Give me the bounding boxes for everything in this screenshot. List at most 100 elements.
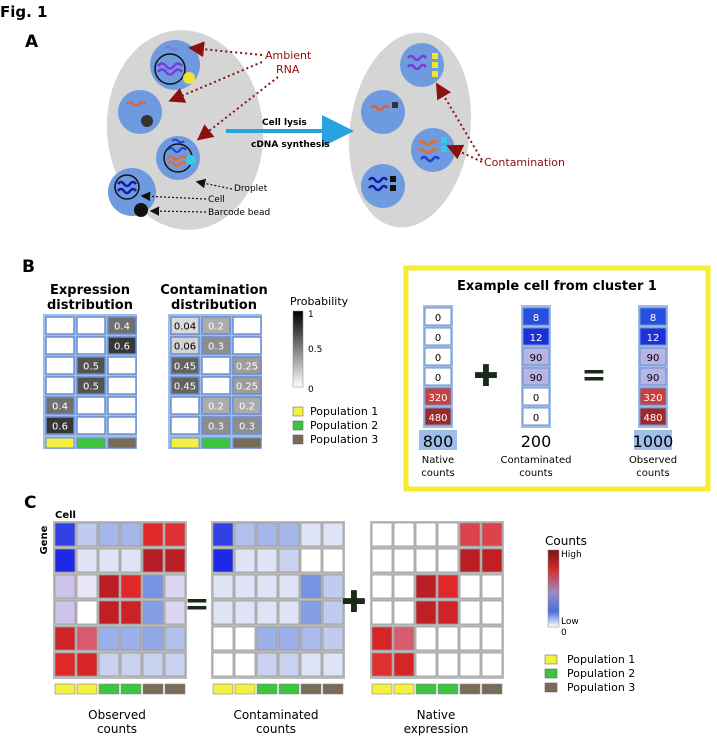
heatmap-cell [256,548,278,573]
example-count-value: 0 [533,413,539,424]
heatmap-cell [322,548,344,573]
heatmap-cell [371,548,393,573]
prob-cell [45,316,75,335]
heatmap-cell [164,626,186,651]
prob-cell [76,396,106,415]
example-cell-title: Example cell from cluster 1 [457,279,657,294]
prob-cell [232,396,262,415]
prob-cell [107,356,137,375]
cdna-synthesis-label: cDNA synthesis [251,140,330,150]
example-count-value: 8 [650,313,656,324]
heatmap-cell [437,522,459,547]
cell-lysis-label: Cell lysis [262,118,307,128]
prob-cell [170,416,200,435]
prob-cell [76,356,106,375]
prob-cell-value: 0.3 [239,422,255,433]
prob-cell [76,376,106,395]
example-count-value: 0 [435,353,441,364]
heatmap-cell [393,548,415,573]
prob-cell [232,356,262,375]
example-count-cell [522,307,550,326]
example-column-label: Native [422,455,454,466]
heatmap-cell [142,522,164,547]
population-legend-label: Population 2 [310,419,378,432]
heatmap-cell [481,652,503,677]
example-count-cell [639,327,667,346]
heatmap-cell [98,600,120,625]
prob-cell [45,396,75,415]
contaminated-heatmap [211,521,345,695]
heatmap-cell [459,626,481,651]
heatmap-cell [54,626,76,651]
contamination-arrows [435,82,483,163]
example-count-value: 320 [643,393,662,404]
population-bar-cell [256,683,278,695]
contaminated-counts-label-line2: counts [256,722,296,736]
heatmap-cell [278,600,300,625]
population-legend-label: Population 3 [310,433,378,446]
heatmap-cell [322,626,344,651]
heatmap-cell [415,626,437,651]
expression-title-line1: Expression [50,283,130,298]
observed-counts-label-line2: counts [97,722,137,736]
contamination-title-line2: distribution [171,298,257,313]
population-legend-label: Population 3 [567,681,635,694]
heatmap-cell [437,574,459,599]
heatmap-cell [278,548,300,573]
counts-title: Counts [545,534,587,548]
population-bar-cell [201,437,231,449]
prob-cell-value: 0.3 [208,422,224,433]
example-count-value: 0 [435,373,441,384]
population-legend-label: Population 1 [567,653,635,666]
prob-cell [170,316,200,335]
heatmap-cell [371,574,393,599]
population-legend-label: Population 1 [310,405,378,418]
example-count-value: 12 [530,333,543,344]
prob-cell-value: 0.5 [83,362,99,373]
heatmap-cell [415,548,437,573]
example-count-cell [522,367,550,386]
heatmap-cell [256,626,278,651]
droplet-label: Droplet [234,184,268,194]
example-columns: 0000320480800Nativecounts812909000200Con… [419,305,677,479]
example-count-cell [424,367,452,386]
prob-cell [201,376,231,395]
heatmap-cell [437,626,459,651]
observed-heatmap [53,521,187,695]
prob-cell-value: 0.25 [236,382,258,393]
heatmap-cell [481,548,503,573]
example-count-value: 0 [435,313,441,324]
example-total-value: 1000 [633,432,674,451]
prob-cell [107,336,137,355]
cell-label: Cell [208,195,225,205]
heatmap-cell [437,652,459,677]
population-bar-cell [170,437,200,449]
prob-cell-value: 0.45 [174,382,196,393]
example-count-value: 8 [533,313,539,324]
prob-cell [170,336,200,355]
panel-b: B Expression distribution Contamination … [22,257,711,492]
heatmap-cell [234,574,256,599]
heatmap-cell [278,626,300,651]
observed-counts-label-line1: Observed [88,708,146,722]
heatmap-cell [278,652,300,677]
population-bar-cell [300,683,322,695]
heatmap-cell [371,626,393,651]
heatmap-cell [54,574,76,599]
population-swatch [292,420,304,431]
population-bar-cell [278,683,300,695]
heatmap-cell [256,600,278,625]
heatmap-cell [300,574,322,599]
heatmap-cell [164,548,186,573]
heatmap-cell [415,652,437,677]
example-column-label: counts [421,468,454,479]
heatmap-cell [437,548,459,573]
heatmap-cell [212,600,234,625]
droplets-after [361,43,455,208]
prob-cell-value: 0.45 [174,362,196,373]
figure-label: Fig. 1 [0,3,47,21]
heatmap-cell [164,600,186,625]
example-total-badge [634,430,672,450]
